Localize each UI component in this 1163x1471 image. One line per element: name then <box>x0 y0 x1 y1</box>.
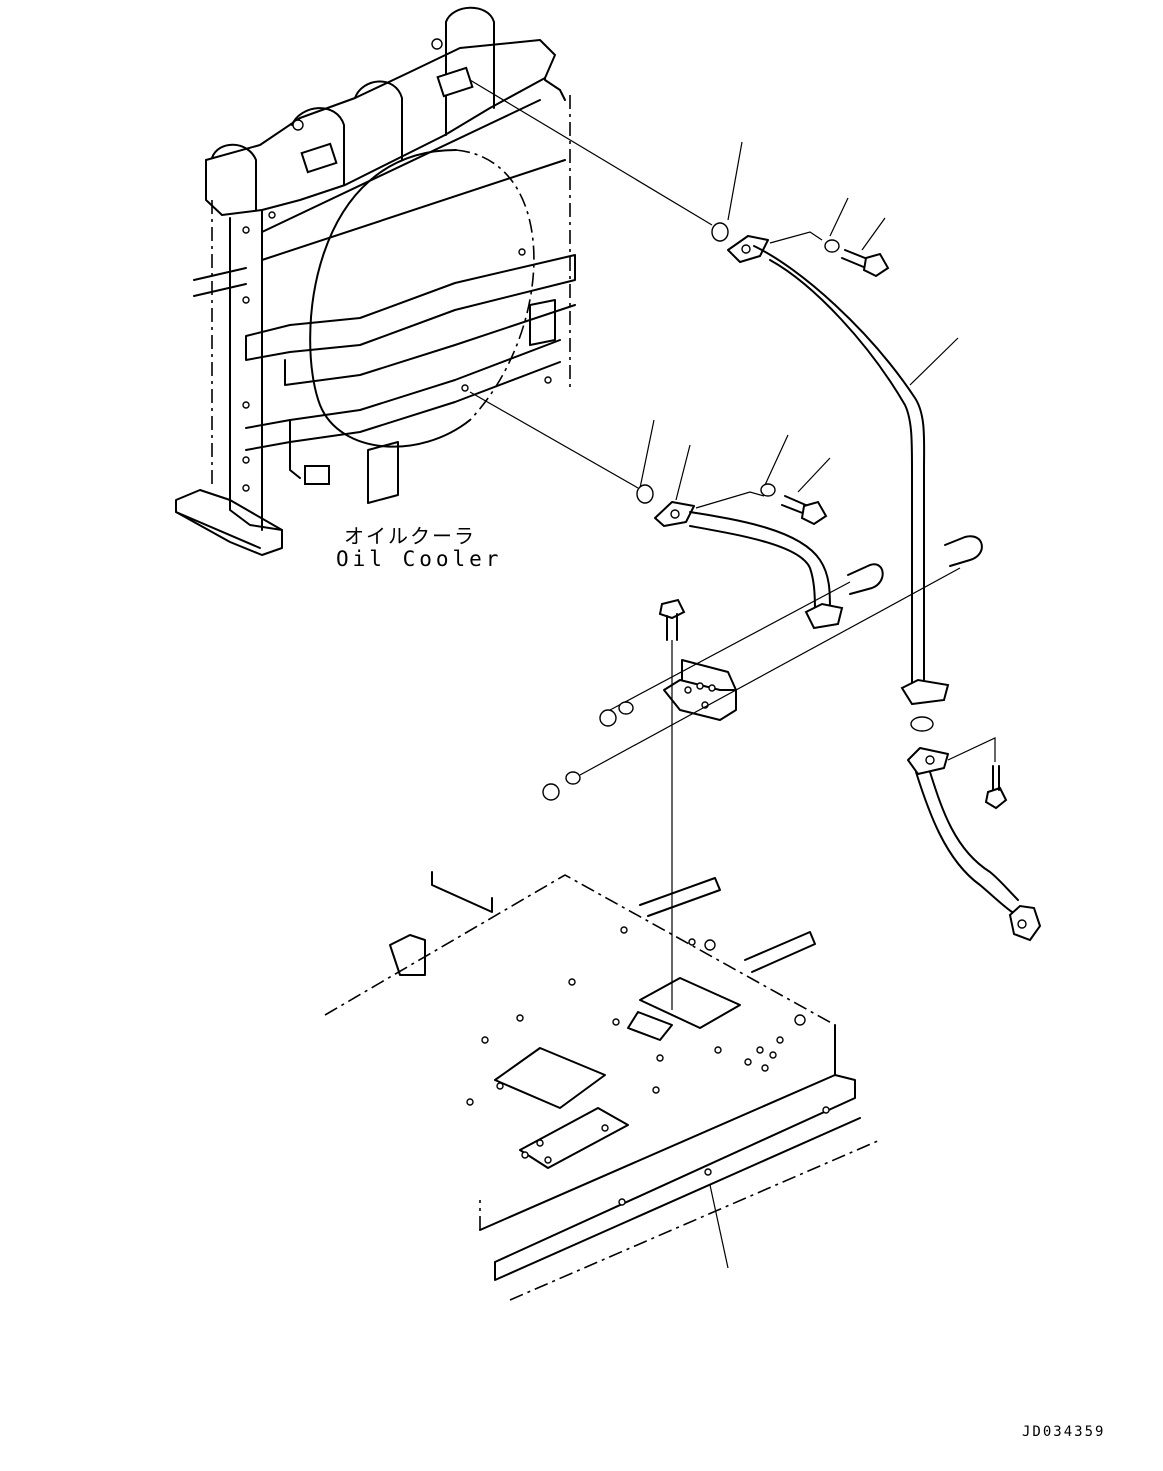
frame-holes <box>466 926 830 1206</box>
leader-line <box>469 79 713 226</box>
upper-oil-tube <box>711 141 959 732</box>
oil-cooler-assembly <box>175 6 576 556</box>
lower-oil-tube <box>636 419 844 630</box>
oil-cooler-label-en: Oil Cooler <box>336 547 503 571</box>
base-frame <box>324 871 881 1301</box>
drawing-id: JD034359 <box>1022 1424 1106 1440</box>
bracket-assembly <box>542 535 983 1010</box>
oil-elbow-pipe <box>907 737 1042 942</box>
leader-line <box>469 391 639 489</box>
oil-cooler-label-jp: オイルクーラ <box>344 524 476 548</box>
